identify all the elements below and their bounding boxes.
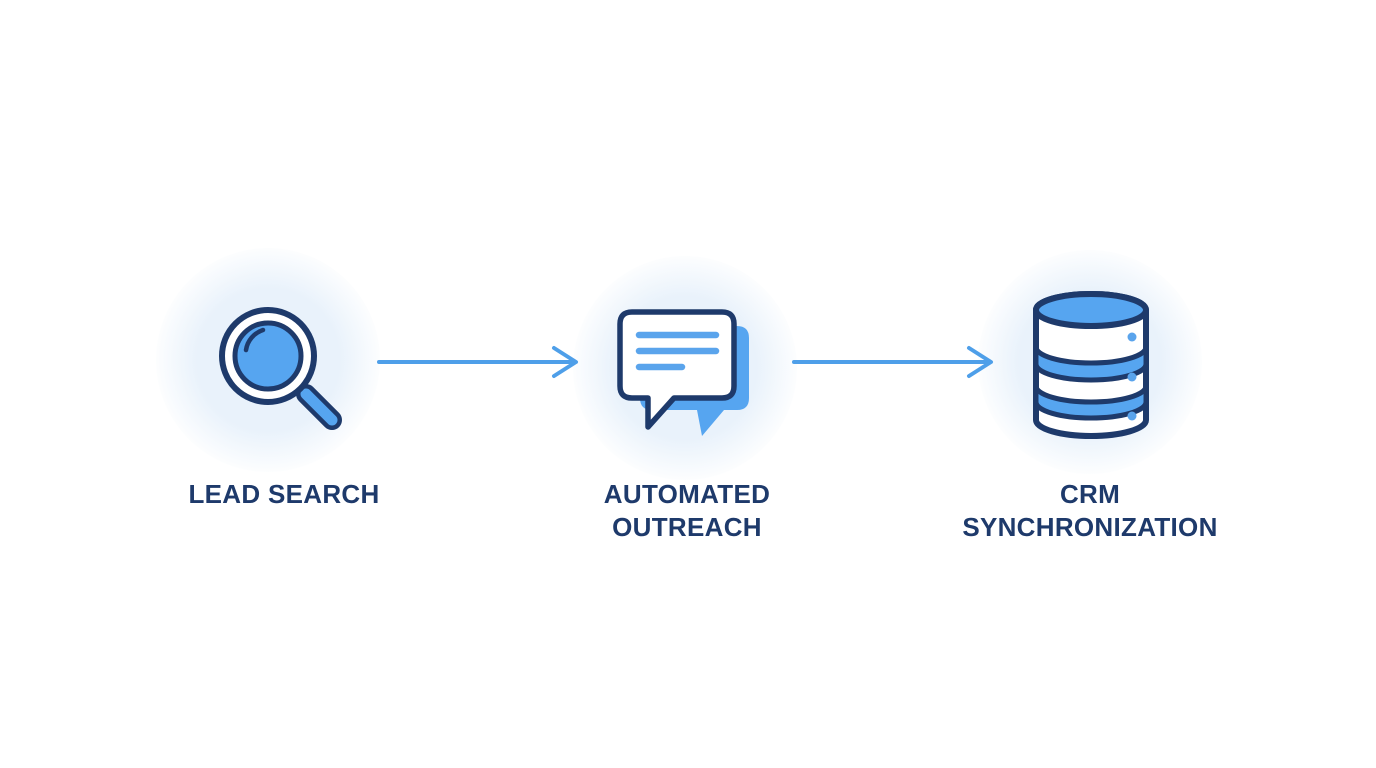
magnifier-search-icon xyxy=(219,307,342,430)
chat-bubbles-icon xyxy=(617,309,749,436)
step-label-crm-synchronization: CRM SYNCHRONIZATION xyxy=(962,479,1218,542)
step-label-lead-search: LEAD SEARCH xyxy=(188,479,380,509)
step-label-automated-outreach: AUTOMATED OUTREACH xyxy=(603,479,771,542)
database-icon xyxy=(1033,291,1149,439)
arrow-right-icon xyxy=(792,346,993,378)
arrow-right-icon xyxy=(377,346,578,378)
